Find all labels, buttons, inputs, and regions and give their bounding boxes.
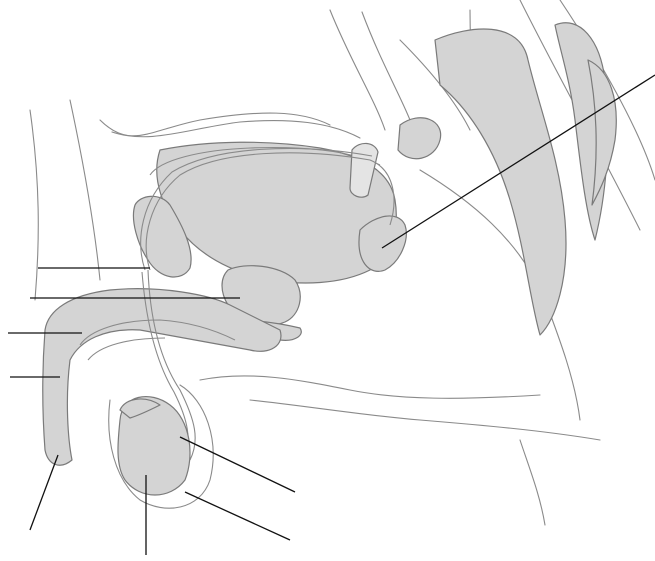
seminal-vesicle <box>350 118 441 272</box>
pointer-glans <box>30 455 58 530</box>
pointer-epididymis <box>180 437 295 492</box>
rectum <box>435 23 616 335</box>
testis <box>109 385 213 508</box>
pointer-scrotum <box>185 492 290 540</box>
